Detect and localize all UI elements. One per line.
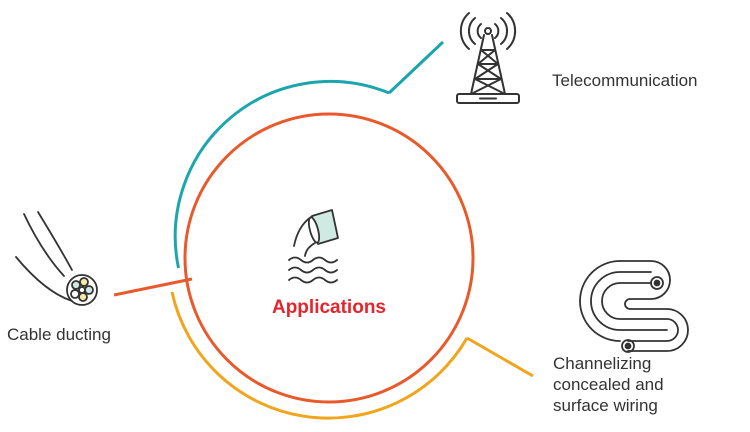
wiring-label-line-1: Channelizing — [553, 354, 652, 373]
wiring-arc — [170, 291, 469, 420]
wiring-label-line-2: concealed and — [553, 375, 664, 394]
cable-bundle-icon — [15, 211, 98, 306]
cable-ducting-label: Cable ducting — [7, 325, 111, 344]
cable-connector — [113, 277, 193, 297]
center-title: Applications — [271, 297, 386, 318]
telecom-arc — [173, 79, 390, 269]
wiring-label: Channelizing concealed and surface wirin… — [553, 353, 664, 416]
telecommunication-label: Telecommunication — [552, 71, 698, 90]
cell-tower-icon — [456, 12, 520, 104]
wiring-conduit-icon — [579, 260, 689, 353]
telecom-connector — [387, 40, 445, 95]
pipe-discharge-icon — [288, 209, 339, 284]
main-circle — [183, 112, 475, 404]
wiring-connector — [466, 336, 534, 378]
wiring-label-line-3: surface wiring — [553, 396, 658, 415]
